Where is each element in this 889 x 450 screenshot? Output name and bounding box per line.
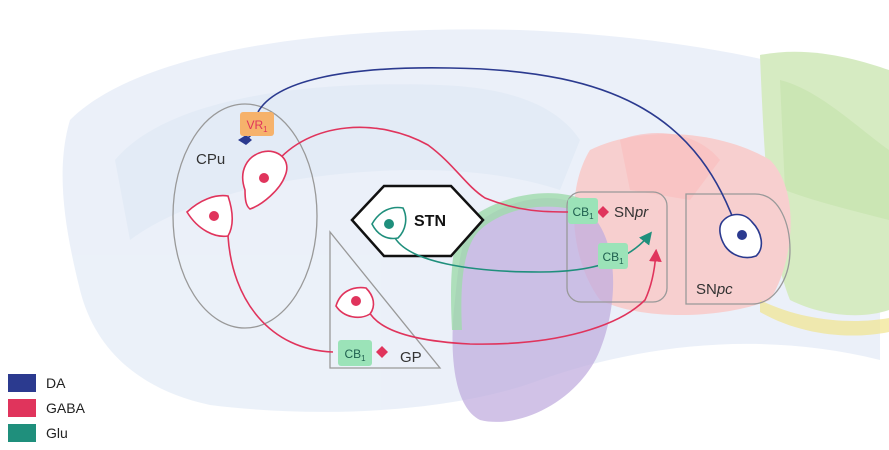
- legend-swatch-gaba: [8, 399, 36, 417]
- snpc-label: SNpc: [696, 281, 733, 298]
- cb1-receptor-box-snpr-gaba: CB1: [568, 198, 598, 224]
- vr1-label: VR: [246, 118, 263, 132]
- snpc-region-outline: [685, 193, 791, 305]
- stn-neuron: [371, 206, 407, 240]
- gaba-terminal-gp: [376, 346, 388, 358]
- gaba-projection-cpu-to-snpr: [273, 126, 571, 213]
- vr1-receptor-box: VR1: [240, 112, 274, 136]
- cb1-receptor-box-gp: CB1: [338, 340, 372, 366]
- cb1-subscript: 1: [619, 257, 624, 266]
- cpu-neuron-lower: [185, 194, 233, 238]
- legend-swatch-glu: [8, 424, 36, 442]
- snpr-label: SNpr: [614, 204, 649, 221]
- gp-region-outline: [329, 230, 442, 369]
- stn-region-outline: [350, 184, 485, 258]
- legend-label-da: DA: [46, 375, 66, 391]
- gp-label: GP: [400, 349, 422, 366]
- svg-text:VR1: VR1: [246, 118, 268, 134]
- cpu-label: CPu: [196, 151, 225, 168]
- vr1-subscript: 1: [263, 125, 268, 134]
- legend-label-glu: Glu: [46, 425, 68, 441]
- legend: DA GABA Glu: [8, 372, 85, 447]
- da-terminal-diamond: [238, 135, 252, 145]
- cb1-label: CB: [344, 347, 361, 361]
- cpu-region-outline: [172, 103, 318, 329]
- cb1-receptor-box-snpr-glu: CB1: [598, 243, 628, 269]
- snpc-dopamine-neuron: [719, 213, 763, 259]
- stn-label: STN: [414, 213, 446, 230]
- gaba-projection-gp-to-snpr: [367, 248, 662, 345]
- svg-text:CB1: CB1: [602, 250, 624, 266]
- gaba-projection-cpu-to-gp: [227, 235, 334, 353]
- snpr-region-outline: [566, 191, 668, 303]
- gp-neuron: [335, 286, 375, 319]
- svg-text:CB1: CB1: [344, 347, 366, 363]
- cb1-label: CB: [602, 250, 619, 264]
- cpu-neuron-upper: [241, 150, 288, 210]
- legend-swatch-da: [8, 374, 36, 392]
- legend-item-gaba: GABA: [8, 397, 85, 419]
- legend-item-glu: Glu: [8, 422, 85, 444]
- gaba-terminal-snpr: [597, 206, 609, 218]
- cb1-label: CB: [572, 205, 589, 219]
- svg-text:CB1: CB1: [572, 205, 594, 221]
- legend-label-gaba: GABA: [46, 400, 85, 416]
- cb1-subscript: 1: [589, 212, 594, 221]
- cb1-subscript: 1: [361, 354, 366, 363]
- da-projection: [257, 67, 739, 233]
- legend-item-da: DA: [8, 372, 85, 394]
